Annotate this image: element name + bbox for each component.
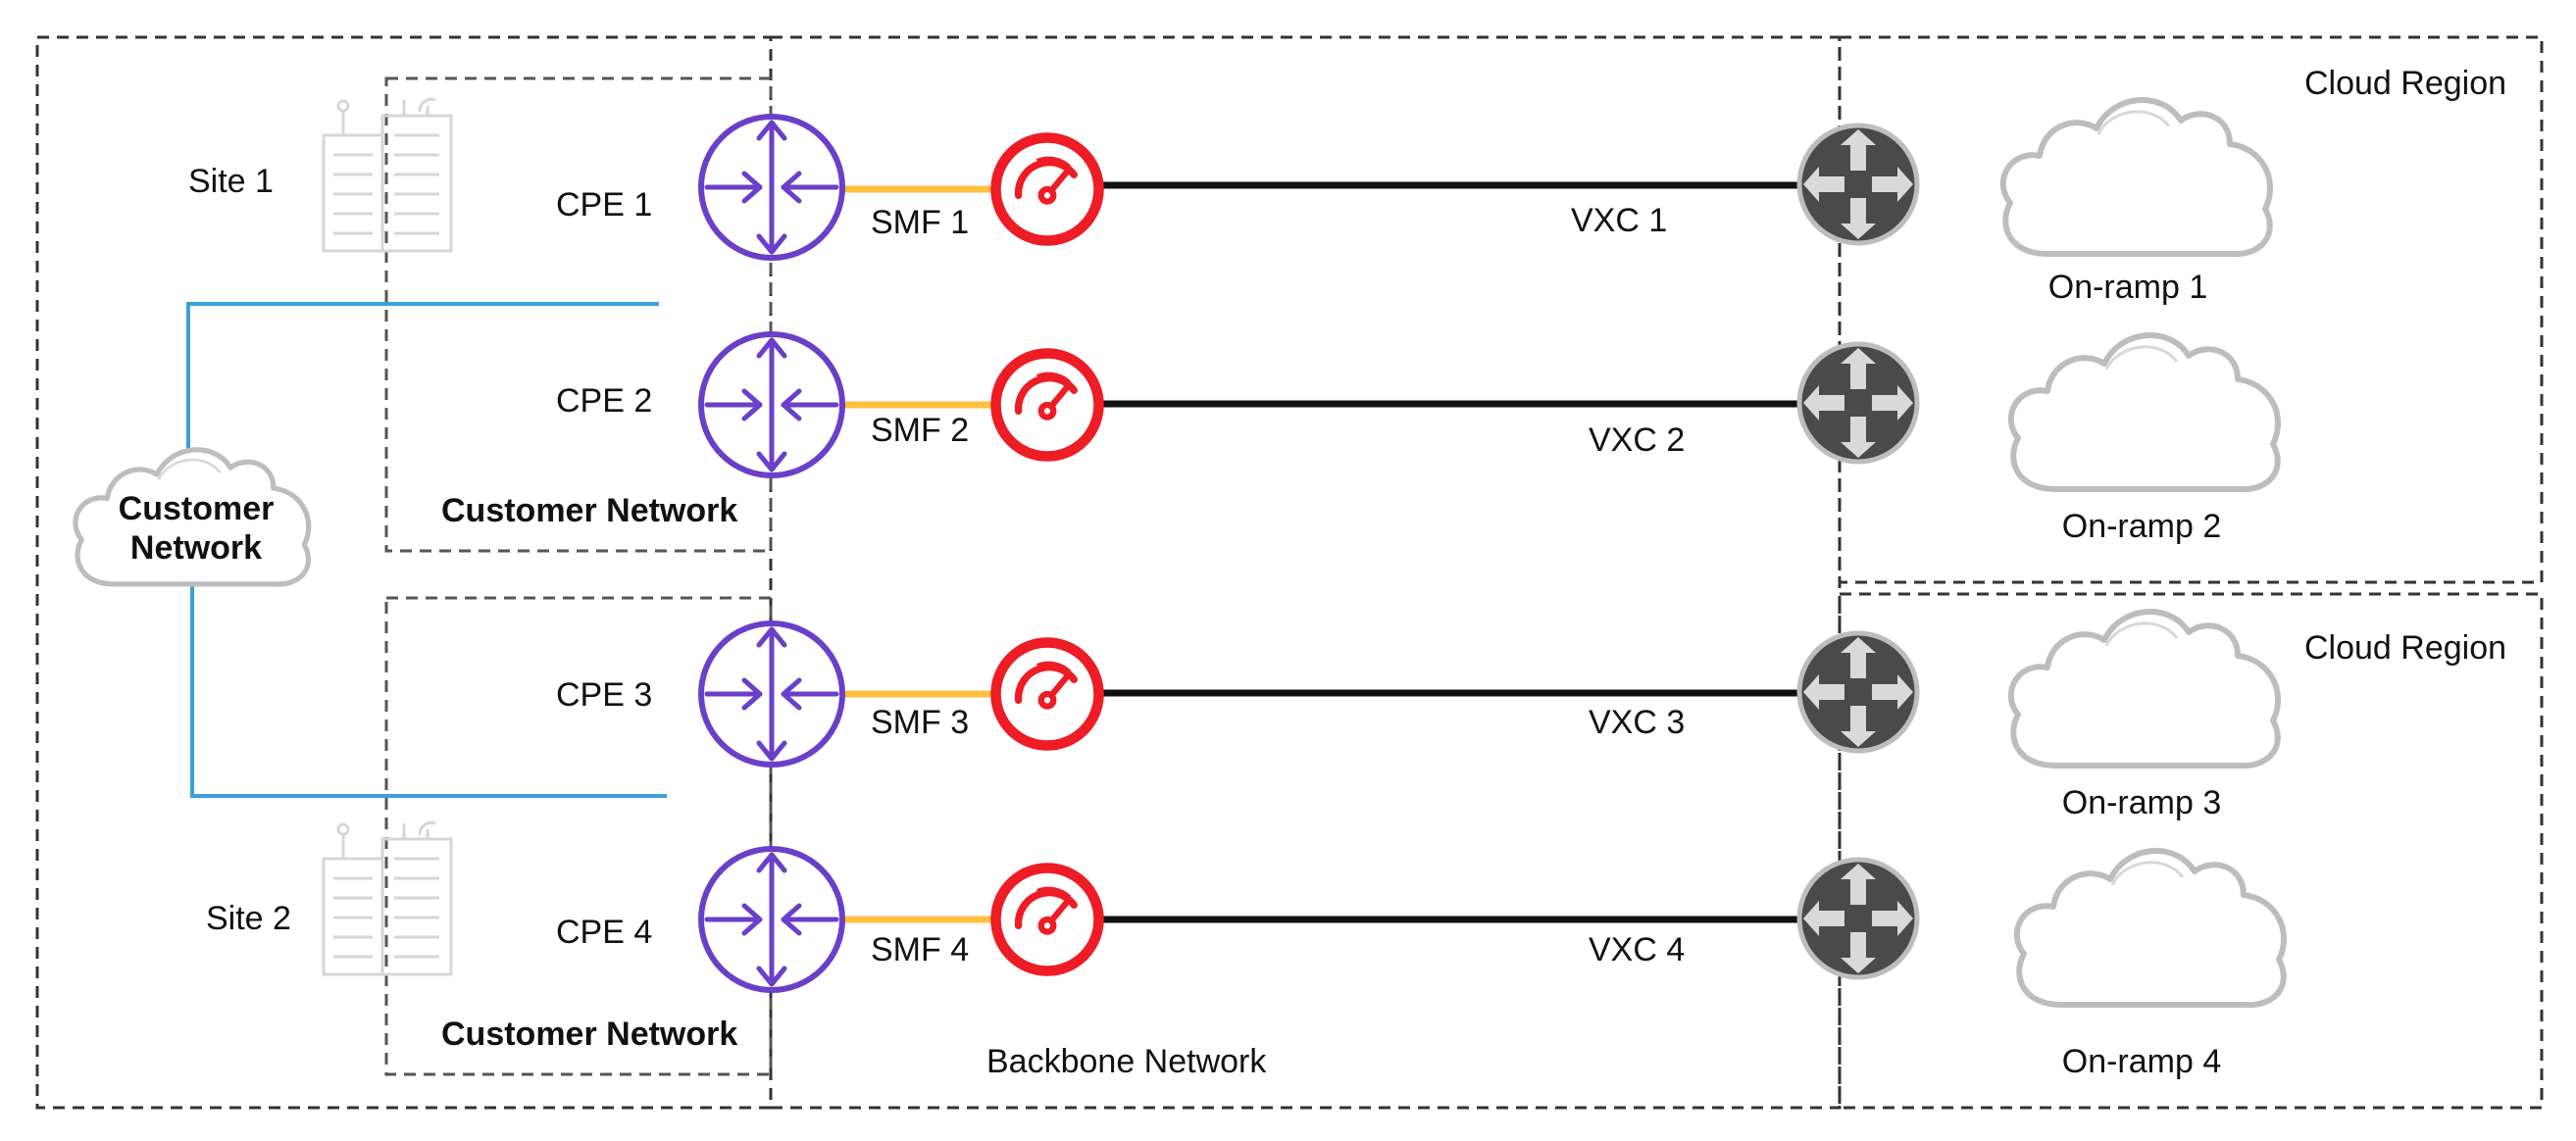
vxc-label-2: VXC 2 [1589, 422, 1685, 459]
customer-cloud-label-line2: Network [130, 529, 262, 567]
vxc-label-4: VXC 4 [1589, 931, 1685, 968]
vxc-label-3: VXC 3 [1589, 704, 1685, 741]
cpe-label-3: CPE 3 [556, 676, 652, 714]
cloud-icon-onramp-2 [2011, 335, 2278, 489]
router-icon-cpe-3 [701, 623, 842, 765]
vxc-label-1: VXC 1 [1571, 202, 1667, 239]
cloud-region-label-2: Cloud Region [2304, 629, 2506, 667]
router-icon-cpe-2 [701, 334, 842, 475]
cloud-icon-onramp-3 [2011, 612, 2278, 766]
smf-label-4: SMF 4 [871, 931, 969, 968]
router-icon-cpe-1 [701, 117, 842, 258]
onramp-router-icon-3 [1799, 633, 1917, 751]
customer-link-top [186, 302, 659, 451]
megaport-icon-smf-3 [996, 643, 1099, 746]
customer-network-label-1: Customer Network [441, 492, 737, 529]
cpe-label-4: CPE 4 [556, 914, 652, 951]
onramp-label-2: On-ramp 2 [2062, 508, 2222, 545]
cloud-region-box-1 [1838, 35, 2544, 584]
backbone-network-box [769, 35, 1842, 1110]
customer-network-label-2: Customer Network [441, 1016, 737, 1053]
site-label-1: Site 1 [188, 163, 274, 200]
customer-cloud-label-line1: Customer [119, 490, 275, 527]
onramp-label-1: On-ramp 1 [2048, 269, 2208, 306]
customer-link-bottom [190, 584, 667, 798]
cpe-label-1: CPE 1 [556, 186, 652, 223]
onramp-router-icon-1 [1799, 125, 1917, 243]
megaport-icon-smf-1 [996, 138, 1099, 241]
smf-label-2: SMF 2 [871, 412, 969, 449]
onramp-router-icon-4 [1799, 860, 1917, 977]
onramp-label-3: On-ramp 3 [2062, 784, 2222, 821]
megaport-icon-smf-4 [996, 868, 1099, 971]
cpe-label-2: CPE 2 [556, 382, 652, 420]
links [839, 181, 1806, 923]
smf-label-3: SMF 3 [871, 704, 969, 741]
cloud-icon-onramp-1 [2003, 100, 2270, 254]
site-label-2: Site 2 [206, 900, 291, 937]
smf-label-1: SMF 1 [871, 204, 969, 241]
onramp-label-4: On-ramp 4 [2062, 1043, 2222, 1080]
cloud-region-label-1: Cloud Region [2304, 65, 2506, 102]
customer-network-box-1 [384, 76, 773, 553]
cloud-icon-onramp-4 [2017, 851, 2284, 1005]
backbone-network-label: Backbone Network [986, 1043, 1267, 1080]
megaport-icon-smf-2 [996, 354, 1099, 457]
router-icon-cpe-4 [701, 849, 842, 990]
onramp-router-icon-2 [1799, 344, 1917, 462]
